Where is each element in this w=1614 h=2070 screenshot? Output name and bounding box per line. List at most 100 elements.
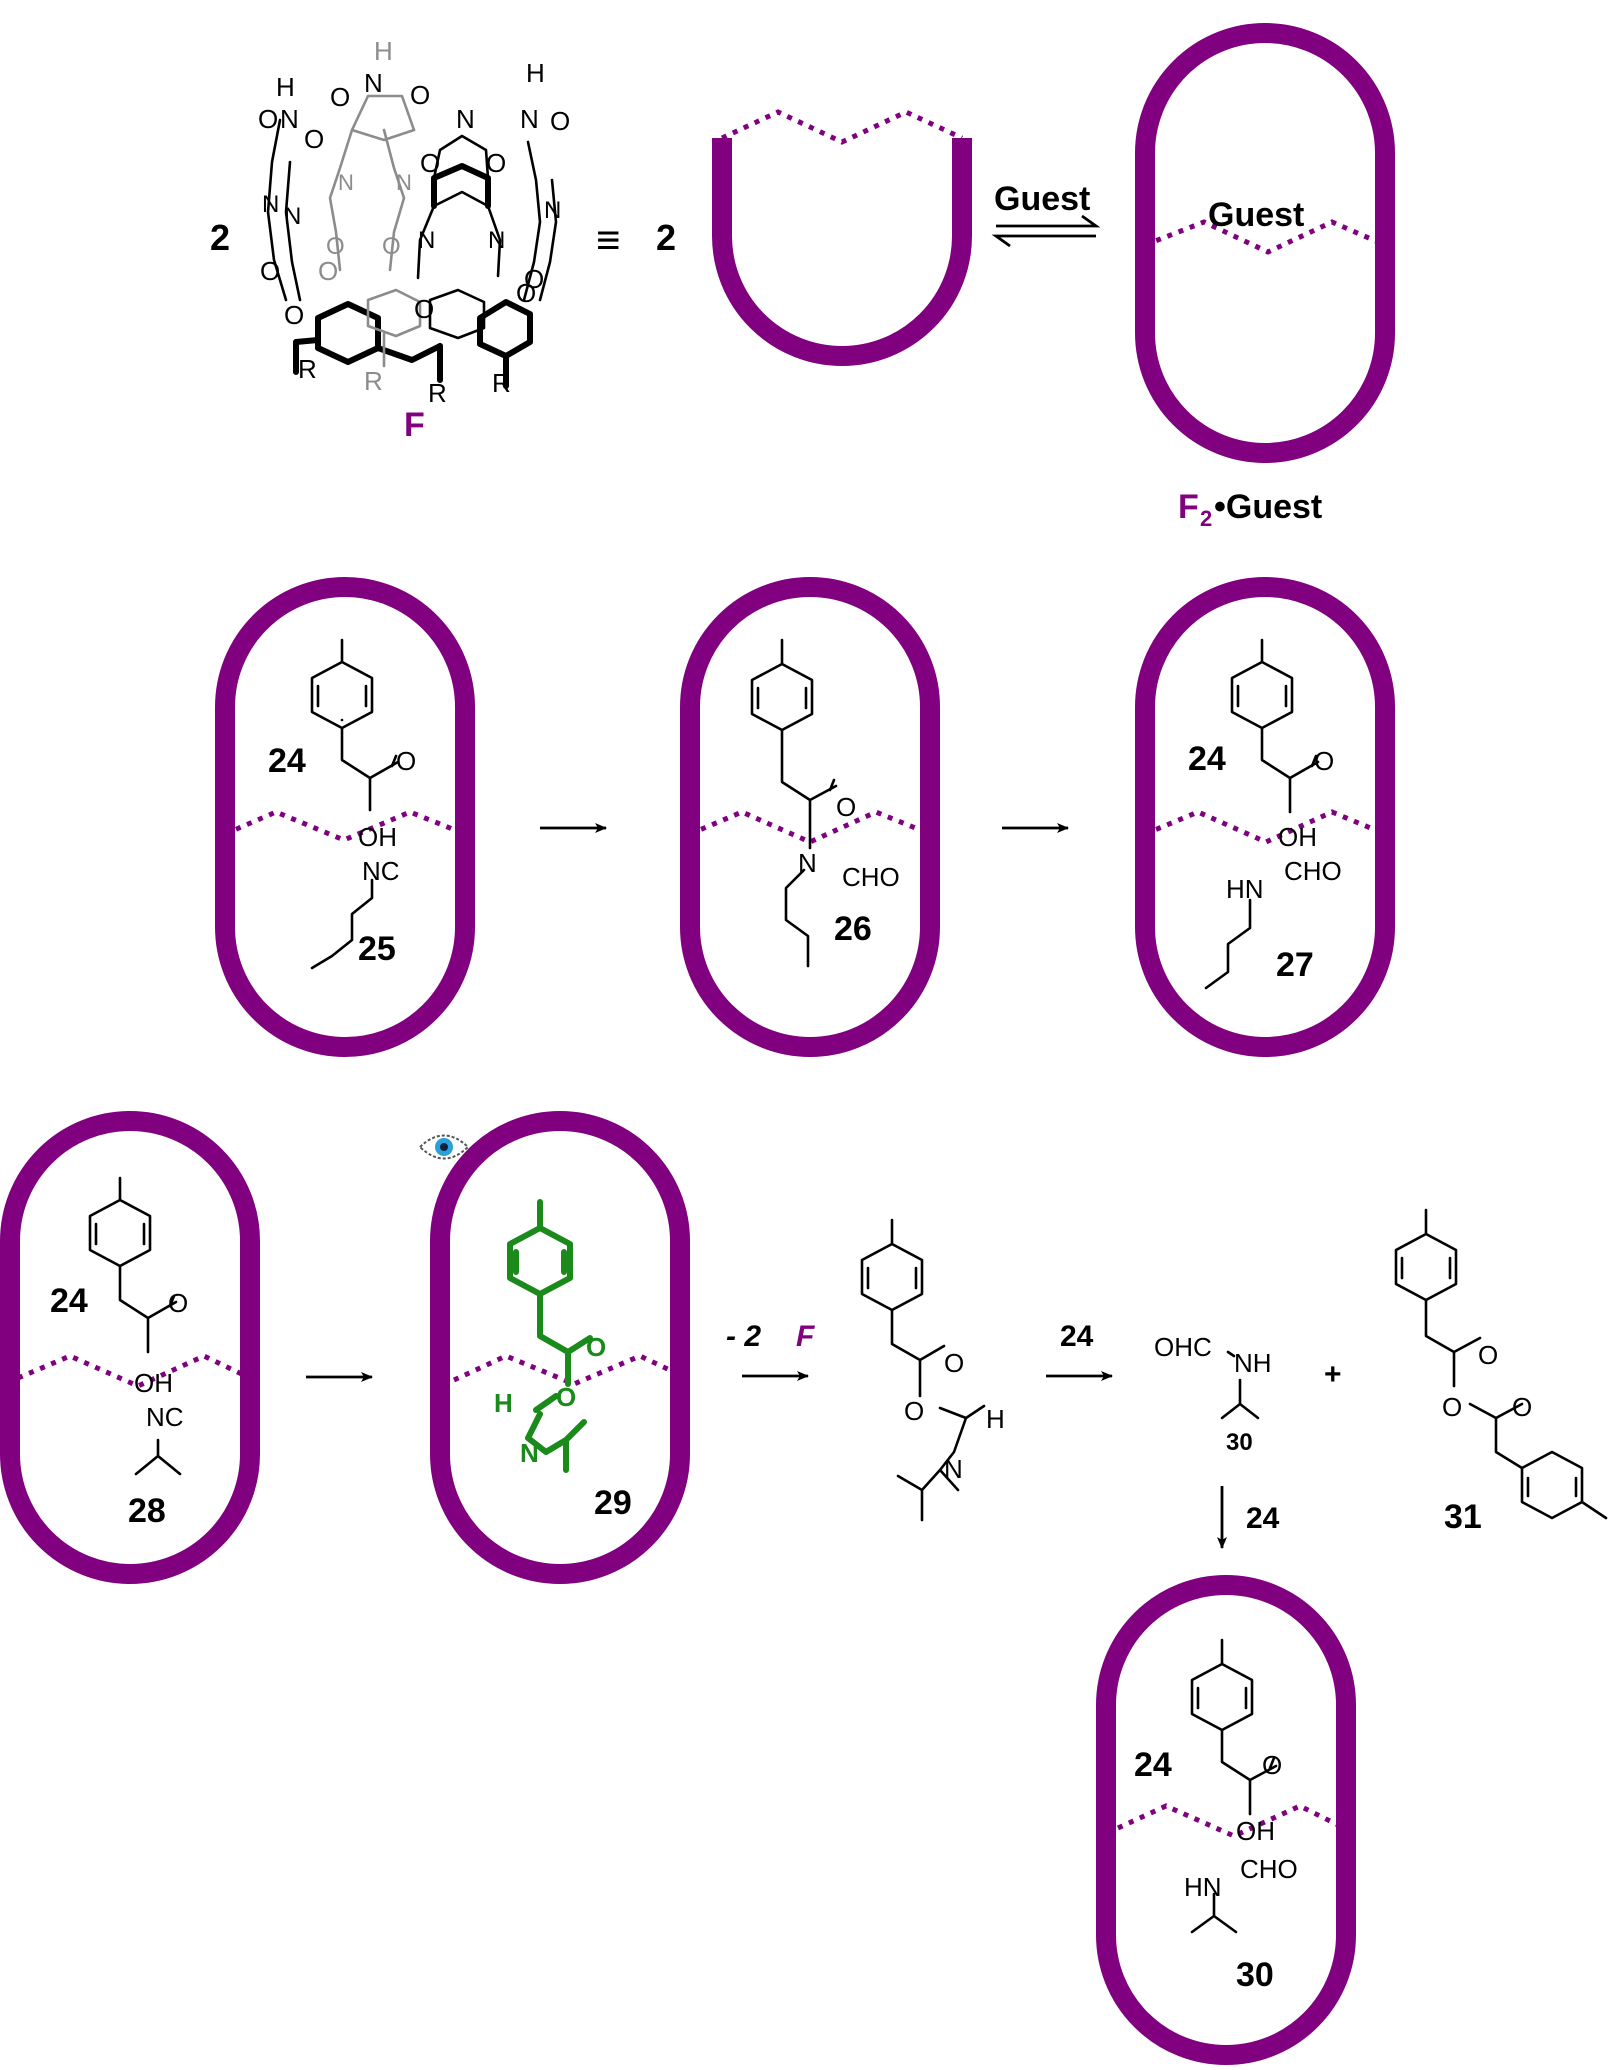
- row3-capsule-1: 24 O OH NC 28: [0, 1111, 260, 1584]
- release-f-text: F: [796, 1320, 815, 1353]
- free-imidate-o: O: [944, 1348, 964, 1378]
- dimer-name-suffix: •Guest: [1214, 488, 1322, 526]
- atom-h-1: H: [276, 72, 295, 102]
- release-step: - 2 F: [726, 1320, 815, 1381]
- atom-n-8: N: [418, 227, 435, 254]
- atom-o-2: O: [304, 124, 324, 154]
- atom-o-5: O: [410, 80, 430, 110]
- plus-sign: +: [1324, 1358, 1342, 1391]
- row2-capsule-3: 24 O OH HN CHO 27: [1135, 577, 1395, 1057]
- atom-o-8: O: [420, 148, 440, 178]
- row3-cap2-n: N: [520, 1438, 539, 1468]
- free-imidate-o2: O: [904, 1396, 924, 1426]
- row2-cap3-amide-label: 27: [1276, 946, 1314, 984]
- final-cap-amide-label: 30: [1236, 1956, 1274, 1994]
- substituent-r-4: R: [492, 368, 511, 398]
- dimer-name-subscript: 2: [1200, 506, 1212, 531]
- equilibrium-arrows: Guest: [991, 180, 1101, 248]
- dimer-name-f: F: [1178, 488, 1199, 526]
- eye-icon: [418, 1134, 470, 1160]
- atom-n-1: N: [280, 104, 299, 134]
- row2-cap3-acid-label: 24: [1188, 740, 1226, 778]
- cavitand-walls: H O N O N N O H O N O N N O O N O O N N …: [258, 36, 570, 302]
- atom-o-3: O: [260, 256, 280, 286]
- atom-n-2: N: [262, 191, 279, 218]
- row2-capsule-2: O N CHO 26: [680, 577, 940, 1057]
- cavitand-bowl: R R R R O O O O: [284, 256, 536, 408]
- row2-cap3-o: O: [1314, 746, 1334, 776]
- monomer-coefficient: 2: [210, 217, 230, 258]
- product-30: OHC NH 30: [1154, 1332, 1272, 1456]
- row3-cap2-label: 29: [594, 1484, 632, 1522]
- row3-cap2-o2: O: [556, 1382, 576, 1412]
- release-minus-text: - 2: [726, 1320, 761, 1353]
- anhydride-label: 31: [1444, 1498, 1482, 1536]
- anhydride-o3: O: [1512, 1392, 1532, 1422]
- row2-cap3-hn: HN: [1226, 874, 1264, 904]
- row3-cap2-h: H: [494, 1388, 513, 1418]
- free-imidate-intermediate: O O H N: [860, 1218, 1005, 1522]
- row2-cap1-oh: OH: [358, 822, 397, 852]
- row3-cap1-nc: NC: [146, 1402, 184, 1432]
- final-cap-hn: HN: [1184, 1872, 1222, 1902]
- row3-cap1-oh: OH: [134, 1368, 173, 1398]
- atom-n-3: N: [284, 203, 301, 230]
- substituent-r-3: R: [428, 378, 447, 408]
- atom-o-4: O: [330, 82, 350, 112]
- row2-cap2-cho: CHO: [842, 862, 900, 892]
- equivalence-symbol: ≡: [596, 216, 621, 263]
- down-reagent-label: 24: [1246, 1502, 1280, 1535]
- row3-cap1-isonitrile-label: 28: [128, 1492, 166, 1530]
- monomer-name: F: [404, 406, 425, 444]
- row3-cap1-o: O: [168, 1288, 188, 1318]
- row2-cap1-acid-label: 24: [268, 742, 306, 780]
- row2-cap2-label: 26: [834, 910, 872, 948]
- final-cap-o: O: [1262, 1750, 1282, 1780]
- atom-o-9: O: [486, 148, 506, 178]
- atom-n-7: N: [456, 104, 475, 134]
- atom-h-3: H: [526, 58, 545, 88]
- atom-o-bowl-2: O: [414, 294, 434, 324]
- row2-cap2-o: O: [836, 792, 856, 822]
- monomer-f-structure: 2 R R R R O O O O: [210, 36, 570, 444]
- substituent-r-2: R: [364, 366, 383, 396]
- final-capsule: 24 O OH HN CHO 30: [1096, 1575, 1356, 2065]
- equilibrium-arrow-label: Guest: [994, 180, 1090, 218]
- free-imidate-n: N: [944, 1454, 963, 1484]
- row3-cap2-o: O: [586, 1332, 606, 1362]
- product30-nh: NH: [1234, 1348, 1272, 1378]
- atom-o-11: O: [524, 264, 544, 294]
- step-reagent-label: 24: [1060, 1320, 1094, 1353]
- atom-o-bowl-1: O: [284, 300, 304, 330]
- substituent-r-1: R: [298, 354, 317, 384]
- anhydride-o2: O: [1442, 1392, 1462, 1422]
- row3-capsule-2: O O H N 29: [430, 1111, 690, 1584]
- guest-label: Guest: [1208, 196, 1304, 234]
- row2-capsule-1: 24 O OH NC 25: [215, 577, 475, 1057]
- atom-n-4: N: [364, 68, 383, 98]
- atom-o-7: O: [382, 233, 401, 260]
- capsule-dimer: Guest: [1135, 23, 1395, 463]
- half-capsule-cartoon: [712, 109, 972, 366]
- atom-n-6: N: [396, 170, 412, 195]
- free-imidate-h: H: [986, 1404, 1005, 1434]
- row2-cap3-cho: CHO: [1284, 856, 1342, 886]
- row2-cap2-n: N: [798, 848, 817, 878]
- atom-o-1: O: [258, 104, 278, 134]
- product30-label: 30: [1226, 1429, 1253, 1456]
- final-cap-acid-label: 24: [1134, 1746, 1172, 1784]
- row2-cap3-oh: OH: [1278, 822, 1317, 852]
- atom-o-6: O: [326, 233, 345, 260]
- atom-o-10: O: [550, 106, 570, 136]
- atom-n-9: N: [488, 227, 505, 254]
- anhydride-31: O O O 31: [1394, 1208, 1608, 1536]
- final-cap-cho: CHO: [1240, 1854, 1298, 1884]
- row2-cap1-nc: NC: [362, 856, 400, 886]
- atom-n-5: N: [338, 170, 354, 195]
- row2-cap1-isonitrile-label: 25: [358, 930, 396, 968]
- row2-cap1-o: O: [396, 746, 416, 776]
- row3-cap1-acid-label: 24: [50, 1282, 88, 1320]
- atom-n-11: N: [544, 197, 561, 224]
- anhydride-o: O: [1478, 1340, 1498, 1370]
- atom-o-bowl-4: O: [318, 256, 338, 286]
